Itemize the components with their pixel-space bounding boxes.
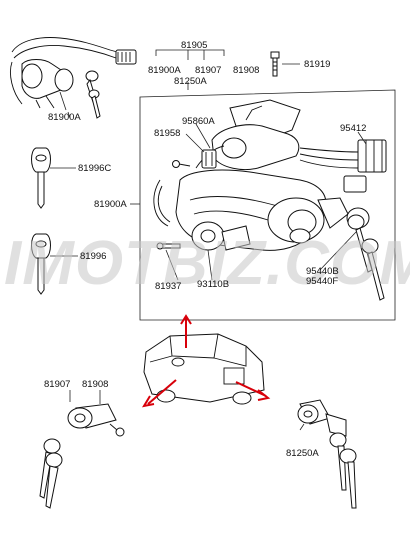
label-81919: 81919 <box>304 59 330 70</box>
label-95860A: 95860A <box>182 116 215 127</box>
steering-lock-assembly <box>139 89 396 321</box>
key-81996C <box>31 147 76 209</box>
label-81250A-top: 81250A <box>174 76 207 87</box>
key-81996 <box>31 233 78 295</box>
label-81900A-top: 81900A <box>148 65 181 76</box>
label-81250A-bottom: 81250A <box>286 448 319 459</box>
arrow-left <box>147 379 177 405</box>
label-81900A-mid: 81900A <box>94 199 127 210</box>
label-81907-top: 81907 <box>195 65 221 76</box>
label-95412: 95412 <box>340 123 366 134</box>
label-81908-bottom: 81908 <box>82 379 108 390</box>
label-81908-top: 81908 <box>233 65 259 76</box>
tailgate-lock-81250A <box>297 399 357 509</box>
label-93110B: 93110B <box>197 279 229 290</box>
part-labels: 81905 81900A 81907 81908 81250A 81919 81… <box>44 40 366 459</box>
label-81958: 81958 <box>154 128 180 139</box>
label-81996: 81996 <box>80 251 106 262</box>
ignition-switch-assembly-top-left <box>10 37 137 119</box>
door-lock-81907-81908 <box>39 390 125 509</box>
top-callout-bracket <box>155 49 225 90</box>
label-81907-bottom: 81907 <box>44 379 70 390</box>
label-95440F: 95440F <box>306 276 338 287</box>
label-81905: 81905 <box>181 40 207 51</box>
bolt-81919 <box>270 51 300 77</box>
label-81996C: 81996C <box>78 163 111 174</box>
watermark-text: IMOTBIZ.COM <box>4 229 410 298</box>
label-95440B: 95440B <box>306 266 339 277</box>
label-81900A-left: 81900A <box>48 112 81 123</box>
label-81937: 81937 <box>155 281 181 292</box>
vehicle-outline <box>141 314 271 408</box>
leader-lines <box>67 111 367 281</box>
